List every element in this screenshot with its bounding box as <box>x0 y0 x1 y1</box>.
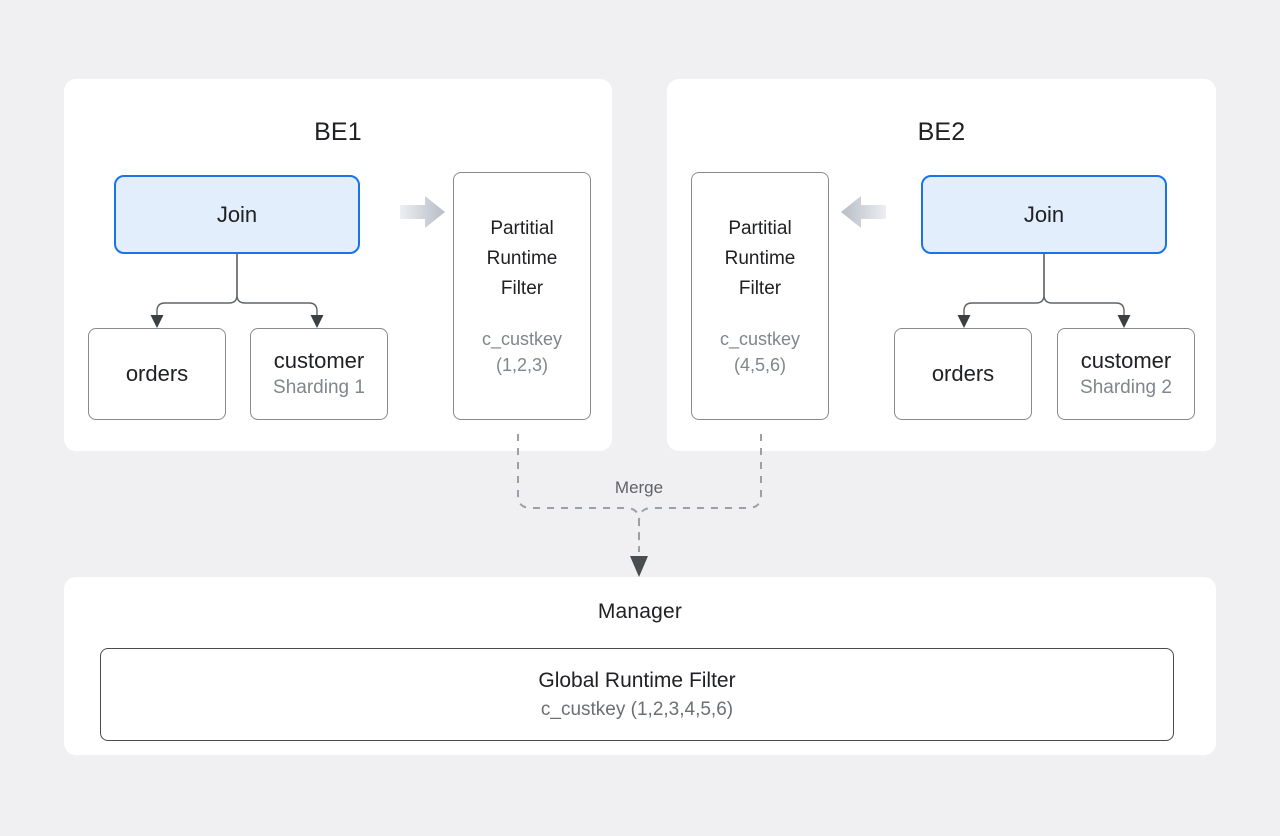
global-runtime-filter-detail: c_custkey (1,2,3,4,5,6) <box>540 698 734 720</box>
be1-customer-label: customer <box>273 348 365 373</box>
be1-join-node[interactable]: Join <box>114 175 360 254</box>
be2-customer-sharding: Sharding 2 <box>1080 377 1172 398</box>
global-runtime-filter-node[interactable]: Global Runtime Filter c_custkey (1,2,3,4… <box>100 648 1174 741</box>
be2-prf-key: c_custkey <box>719 329 801 349</box>
be2-partial-runtime-filter-node[interactable]: Partitial Runtime Filter c_custkey (4,5,… <box>691 172 829 420</box>
be1-orders-label: orders <box>125 361 189 386</box>
be1-customer-node[interactable]: customer Sharding 1 <box>250 328 388 420</box>
be2-customer-node[interactable]: customer Sharding 2 <box>1057 328 1195 420</box>
be2-join-label: Join <box>1023 201 1065 227</box>
panel-be2-title: BE2 <box>917 118 966 146</box>
be1-prf-line2: Runtime <box>486 248 558 269</box>
global-runtime-filter-label: Global Runtime Filter <box>538 668 736 692</box>
be1-partial-runtime-filter-node[interactable]: Partitial Runtime Filter c_custkey (1,2,… <box>453 172 591 420</box>
merge-label: Merge <box>614 478 664 497</box>
be1-prf-line3: Filter <box>500 278 544 299</box>
be1-customer-sharding: Sharding 1 <box>273 377 365 398</box>
be2-prf-line1: Partitial <box>728 218 792 239</box>
be2-prf-line3: Filter <box>738 278 782 299</box>
panel-be1-title: BE1 <box>314 118 362 146</box>
be1-prf-values: (1,2,3) <box>495 355 549 375</box>
be1-join-label: Join <box>216 201 258 227</box>
left-block-arrow-icon <box>841 196 886 228</box>
be1-orders-node[interactable]: orders <box>88 328 226 420</box>
panel-be2: BE2 Join orders customer Sharding 2 Part… <box>667 79 1216 451</box>
panel-be1: BE1 Join orders customer Sharding 1 Part… <box>64 79 612 451</box>
be2-join-node[interactable]: Join <box>921 175 1167 254</box>
be2-customer-label: customer <box>1080 348 1172 373</box>
be2-orders-label: orders <box>931 361 995 386</box>
panel-manager: Manager Global Runtime Filter c_custkey … <box>64 577 1216 755</box>
be1-prf-line1: Partitial <box>490 218 554 239</box>
right-block-arrow-icon <box>400 196 445 228</box>
panel-manager-title: Manager <box>597 600 683 623</box>
be1-prf-key: c_custkey <box>481 329 563 349</box>
be2-orders-node[interactable]: orders <box>894 328 1032 420</box>
be2-prf-line2: Runtime <box>724 248 796 269</box>
be2-prf-values: (4,5,6) <box>733 355 787 375</box>
